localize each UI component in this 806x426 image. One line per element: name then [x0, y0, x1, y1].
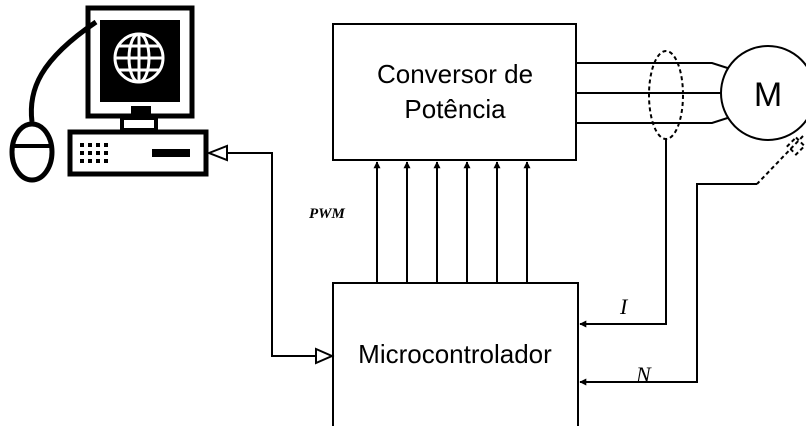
power-converter-block — [332, 23, 577, 161]
current-signal-label: I — [619, 294, 629, 319]
mouse-icon — [9, 121, 55, 183]
current-sensor — [648, 50, 684, 140]
microcontroller-label: Microcontrolador — [358, 339, 552, 369]
motor — [720, 45, 806, 141]
speed-sensor — [756, 135, 806, 185]
pwm-label: PWM — [309, 206, 346, 222]
current-feedback-line — [579, 139, 667, 328]
phase-lines — [576, 62, 741, 124]
computer-icon — [9, 5, 209, 183]
speed-feedback-line — [579, 183, 757, 386]
globe-icon — [113, 32, 165, 84]
motor-label: M — [754, 76, 782, 114]
pc-link — [206, 144, 335, 365]
pwm-arrows — [373, 161, 531, 283]
speed-signal-label: N — [635, 362, 652, 387]
power-converter-label-line1: Conversor de — [377, 59, 533, 89]
power-converter-label-line2: Potência — [404, 94, 506, 124]
microcontroller-block — [332, 282, 579, 426]
